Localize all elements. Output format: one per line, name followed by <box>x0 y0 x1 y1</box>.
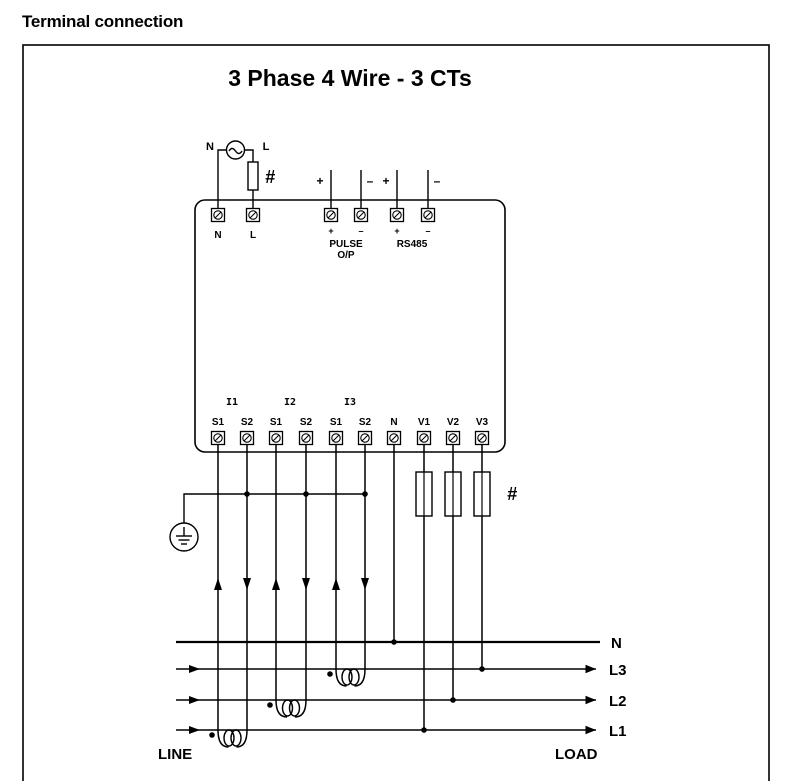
pulse-op-label: O/P <box>337 250 355 261</box>
voltage-fuse-mark: # <box>507 484 517 504</box>
terminal-bottom-9 <box>445 430 461 446</box>
terminal-l <box>245 207 261 223</box>
terminal-label-s1-1: S1 <box>212 417 225 428</box>
terminal-bottom-1 <box>210 430 226 446</box>
terminal-label-v1: V1 <box>418 417 431 428</box>
voltage-wires <box>391 445 491 733</box>
terminal-rs485-minus <box>420 207 436 223</box>
ct-group-label-i2: I2 <box>284 397 296 408</box>
ct-1 <box>209 445 251 748</box>
top-terminal-row <box>210 207 436 223</box>
rs485-plus-label: + <box>394 226 399 236</box>
terminal-label-n: N <box>390 417 397 428</box>
terminal-bottom-4 <box>298 430 314 446</box>
pulse-label: PULSE <box>329 239 363 250</box>
load-side-label: LOAD <box>555 746 598 763</box>
pulse-plus-wire-label: + <box>316 174 323 188</box>
supply-l-label: L <box>263 141 270 153</box>
ct-secondary-wires <box>209 445 369 748</box>
pulse-minus-wire-label: – <box>367 174 374 188</box>
ground-icon <box>169 522 199 552</box>
ct-group-label-i1: I1 <box>226 397 238 408</box>
terminal-label-s2-3: S2 <box>359 417 372 428</box>
terminal-l-label: L <box>250 230 256 241</box>
supply-n-label: N <box>206 141 214 153</box>
ct-2 <box>267 445 310 718</box>
pulse-minus-label: – <box>358 226 363 236</box>
voltage-wire-v2 <box>444 445 462 703</box>
terminal-label-s1-3: S1 <box>330 417 343 428</box>
line-label-n: N <box>611 635 622 652</box>
terminal-bottom-8 <box>416 430 432 446</box>
terminal-bottom-7 <box>386 430 402 446</box>
terminal-n <box>210 207 226 223</box>
ct-group-label-i3: I3 <box>344 397 356 408</box>
supply-fuse <box>247 161 259 191</box>
bottom-terminal-row <box>210 430 490 446</box>
terminal-n-label: N <box>214 230 221 241</box>
ct-3 <box>327 445 369 687</box>
terminal-bottom-5 <box>328 430 344 446</box>
pulse-plus-label: + <box>328 226 333 236</box>
terminal-label-v3: V3 <box>476 417 489 428</box>
rs485-minus-label: – <box>425 226 430 236</box>
meter-body <box>194 199 506 453</box>
line-label-l2: L2 <box>609 693 627 710</box>
terminal-pulse-minus <box>353 207 369 223</box>
terminal-rs485-plus <box>389 207 405 223</box>
rs485-label: RS485 <box>397 239 428 250</box>
voltage-wire-v1 <box>415 445 433 733</box>
terminal-bottom-3 <box>268 430 284 446</box>
line-label-l3: L3 <box>609 662 627 679</box>
terminal-bottom-10 <box>474 430 490 446</box>
rs485-minus-wire-label: – <box>434 174 441 188</box>
aux-supply: N L # <box>206 140 275 210</box>
bottom-terminal-labels: S1 S2 S1 S2 S1 S2 N V1 V2 V3 <box>212 417 489 428</box>
phase-lines: N L3 L2 L1 LINE LOAD <box>158 635 627 763</box>
terminal-label-v2: V2 <box>447 417 460 428</box>
terminal-label-s1-2: S1 <box>270 417 283 428</box>
diagram-frame <box>22 44 770 781</box>
terminal-label-s2-2: S2 <box>300 417 313 428</box>
section-heading: Terminal connection <box>22 12 184 31</box>
terminal-label-s2-1: S2 <box>241 417 254 428</box>
terminal-pulse-plus <box>323 207 339 223</box>
line-side-label: LINE <box>158 746 192 763</box>
rs485-plus-wire-label: + <box>382 174 389 188</box>
terminal-bottom-2 <box>239 430 255 446</box>
supply-fuse-mark: # <box>265 167 275 187</box>
voltage-wire-v3 <box>473 445 491 672</box>
comm-leads: + – + – <box>316 170 441 210</box>
neutral-junction <box>391 639 397 645</box>
earth-bus <box>169 491 368 552</box>
line-label-l1: L1 <box>609 723 627 740</box>
terminal-bottom-6 <box>357 430 373 446</box>
diagram-title: 3 Phase 4 Wire - 3 CTs <box>228 65 472 91</box>
